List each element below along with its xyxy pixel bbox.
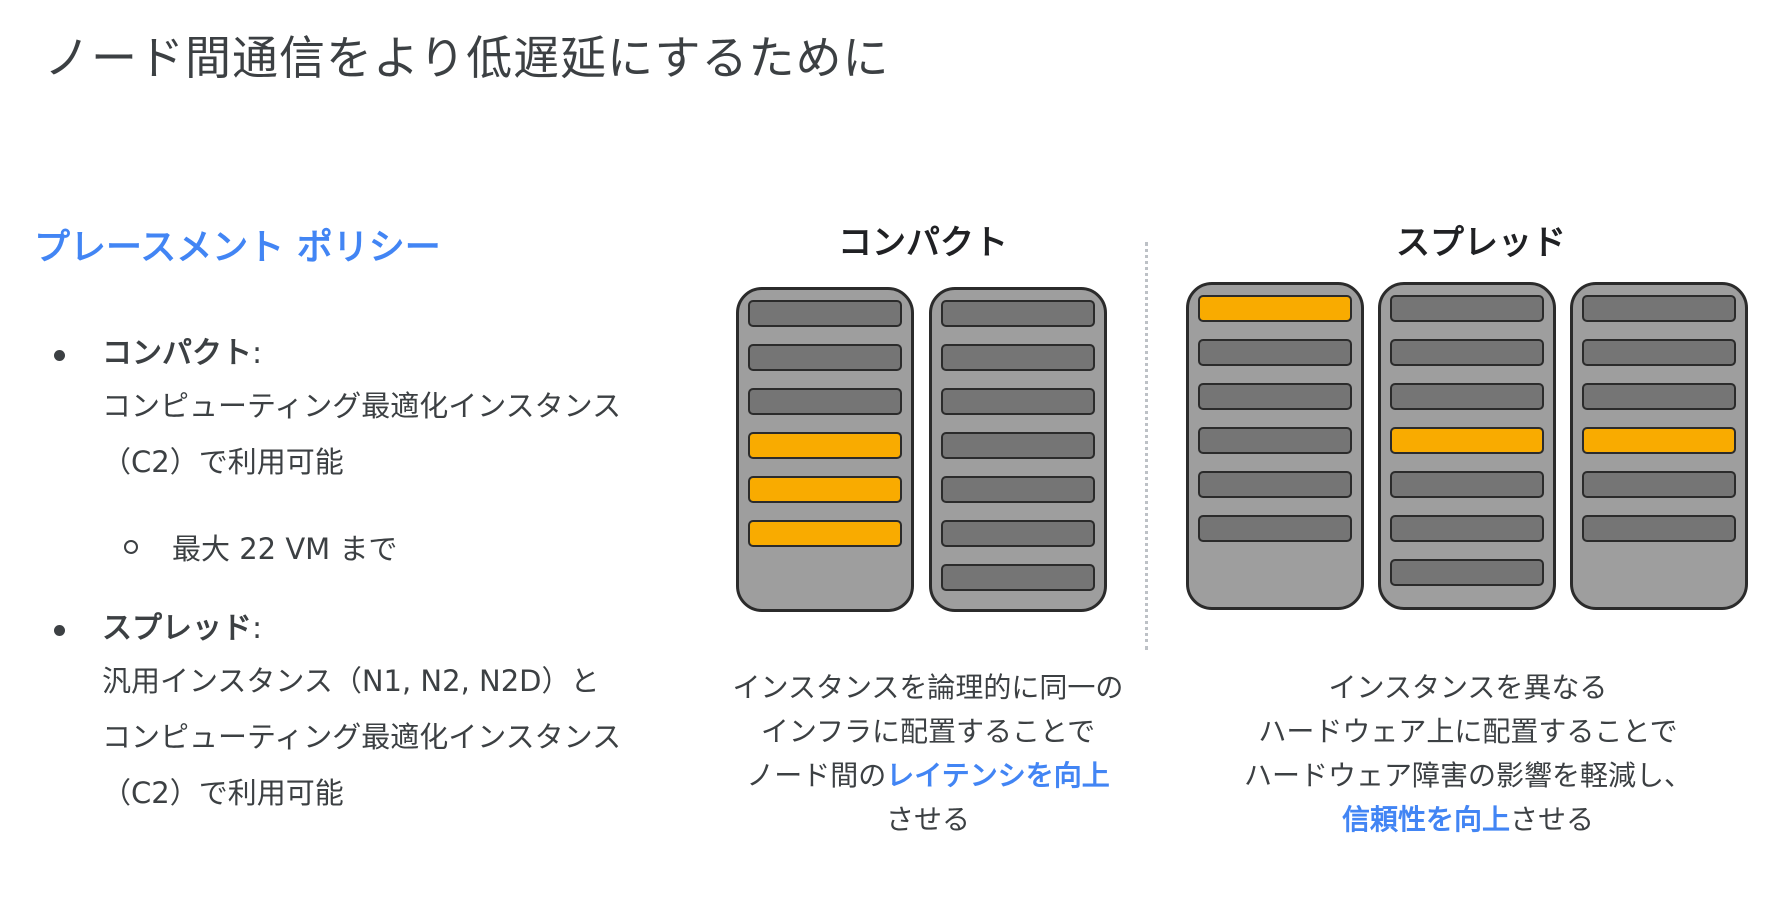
server-slot [748, 388, 902, 415]
compact-heading: コンパクト [838, 223, 1008, 263]
server-slot [1390, 559, 1544, 586]
bullet-dot-icon [54, 625, 65, 636]
server-slot [1582, 339, 1736, 366]
server-slot-active [1582, 427, 1736, 454]
caption-text: ノード間の [746, 759, 887, 792]
server-slot [941, 432, 1095, 459]
server-slot [1390, 515, 1544, 542]
sub-bullet-circle-icon [124, 540, 138, 554]
bullet-heading: コンパクト: [102, 328, 262, 372]
caption-text: させる [1509, 803, 1595, 836]
sub-bullet-text: 最大 22 VM まで [172, 532, 398, 566]
caption-line: インスタンスを論理的に同一の [732, 671, 1124, 704]
caption-line: インフラに配置することで [760, 715, 1096, 748]
bullet-label: コンパクト [102, 336, 252, 371]
server-slot [1198, 383, 1352, 410]
column-divider [1145, 242, 1148, 650]
spread-rack-group [1186, 282, 1751, 610]
server-slot [748, 344, 902, 371]
bullet-colon: : [252, 611, 263, 646]
section-heading: プレースメント ポリシー [34, 227, 441, 268]
server-slot-active [1198, 295, 1352, 322]
caption-line: ハードウェア障害の影響を軽減し、 [1243, 759, 1693, 792]
server-slot [1582, 295, 1736, 322]
server-rack [736, 287, 914, 612]
server-slot [1390, 339, 1544, 366]
caption-line: ノード間のレイテンシを向上 [733, 754, 1124, 798]
caption-highlight: 信頼性を向上 [1341, 803, 1510, 836]
server-slot [941, 520, 1095, 547]
server-slot [1582, 383, 1736, 410]
slide-title: ノード間通信をより低遅延にするために [44, 31, 890, 85]
server-slot [1198, 339, 1352, 366]
bullet-text-line: コンピューティング最適化インスタンス [102, 389, 622, 423]
server-slot-active [1390, 427, 1544, 454]
bullet-dot-icon [54, 350, 65, 361]
bullet-colon: : [252, 336, 263, 371]
server-slot-active [748, 520, 902, 547]
caption-line: インスタンスを異なる [1328, 671, 1608, 704]
bullet-heading: スプレッド: [102, 603, 262, 647]
caption-line: 信頼性を向上させる [1244, 798, 1692, 842]
server-rack [1378, 282, 1556, 610]
caption-line: させる [885, 803, 971, 836]
caption-highlight: レイテンシを向上 [886, 759, 1110, 792]
compact-caption: インスタンスを論理的に同一の インフラに配置することで ノード間のレイテンシを向… [733, 666, 1124, 842]
server-rack [1186, 282, 1364, 610]
server-slot [941, 388, 1095, 415]
server-slot [941, 476, 1095, 503]
server-slot [1390, 471, 1544, 498]
server-slot [1198, 515, 1352, 542]
server-rack [1570, 282, 1748, 610]
server-slot [748, 300, 902, 327]
server-slot [1390, 383, 1544, 410]
spread-caption: インスタンスを異なる ハードウェア上に配置することで ハードウェア障害の影響を軽… [1244, 666, 1692, 842]
bullet-text-line: （C2）で利用可能 [102, 776, 344, 810]
server-slot [941, 300, 1095, 327]
compact-rack-group [736, 287, 1112, 612]
server-slot [1582, 471, 1736, 498]
server-slot [941, 564, 1095, 591]
bullet-label: スプレッド [102, 611, 252, 646]
caption-line: ハードウェア上に配置することで [1258, 715, 1678, 748]
spread-heading: スプレッド [1396, 223, 1566, 263]
server-slot-active [748, 432, 902, 459]
server-slot [1198, 427, 1352, 454]
bullet-text-line: コンピューティング最適化インスタンス [102, 720, 622, 754]
bullet-text-line: （C2）で利用可能 [102, 445, 344, 479]
server-rack [929, 287, 1107, 612]
server-slot-active [748, 476, 902, 503]
server-slot [1582, 515, 1736, 542]
server-slot [1198, 471, 1352, 498]
bullet-text-line: 汎用インスタンス（N1, N2, N2D）と [102, 664, 600, 698]
server-slot [941, 344, 1095, 371]
server-slot [1390, 295, 1544, 322]
